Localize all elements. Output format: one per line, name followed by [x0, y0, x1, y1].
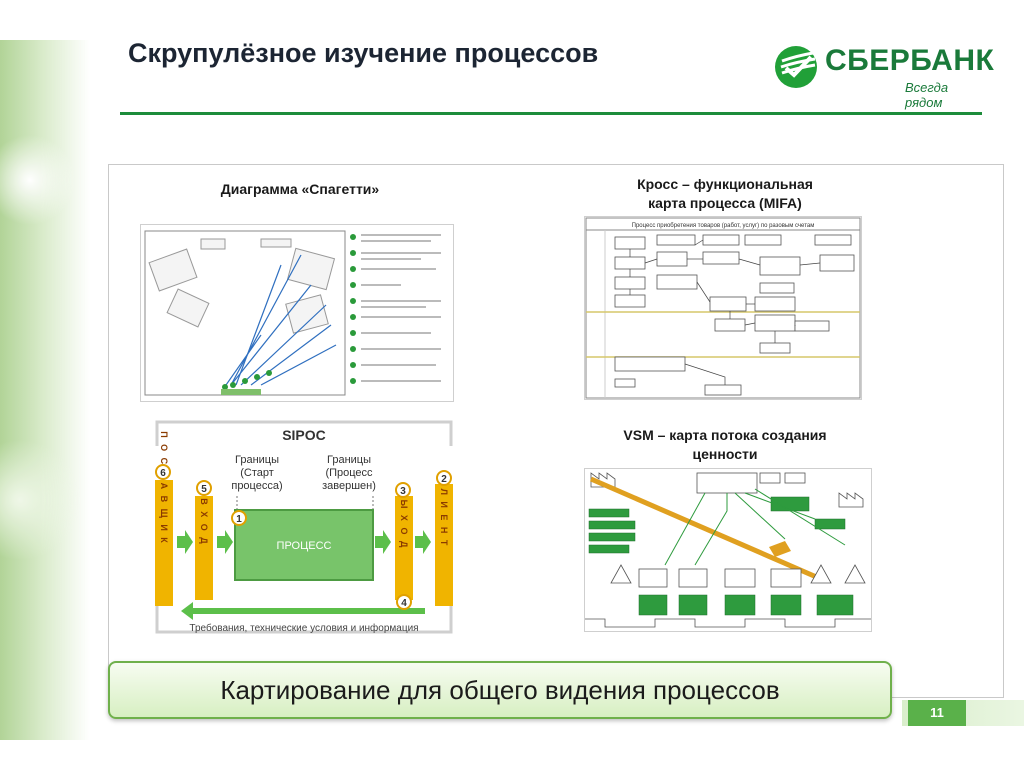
badge-5: 5 [201, 484, 207, 495]
logo-name: СБЕРБАНК [825, 44, 995, 77]
client-label: К Л И Е Н Т [439, 477, 449, 548]
title-divider [120, 112, 982, 115]
mifa-caption: Кросс – функциональная карта процесса (M… [580, 175, 870, 213]
sipoc-right-bound-line-1: Границы [327, 454, 371, 466]
spaghetti-diagram-image [140, 224, 454, 402]
vsm-map-image [584, 468, 872, 632]
sipoc-diagram: SIPOC Границы (Старт процесса) Границы (… [153, 418, 455, 636]
client-bar [435, 484, 453, 606]
output-label: В Ы Х О Д [399, 487, 409, 550]
mifa-map-image: Процесс приобретения товаров (работ, усл… [584, 216, 862, 400]
badge-6: 6 [160, 468, 166, 479]
input-bar [195, 496, 213, 600]
logo-slogan: Всегда рядом [905, 80, 949, 110]
process-box [234, 509, 374, 581]
vsm-caption-line-2: ценности [692, 446, 758, 462]
sberbank-logo: СБЕРБАНК Всегда рядом [773, 40, 994, 110]
supplier-label: П О С Т А В Щ И К [159, 431, 169, 545]
badge-4: 4 [401, 598, 407, 609]
page-title: Скрупулёзное изучение процессов [128, 38, 599, 68]
sipoc-left-bound-line-3: процесса) [231, 480, 282, 492]
summary-banner: Картирование для общего видения процессо… [108, 661, 892, 719]
sipoc-left-bound-line-2: (Старт [240, 467, 274, 479]
sipoc-title: SIPOC [282, 427, 326, 443]
sipoc-forward-arrows [177, 530, 431, 554]
badge-3: 3 [400, 486, 406, 497]
spaghetti-diagram-drawing [144, 230, 441, 396]
mifa-header: Процесс приобретения товаров (работ, усл… [632, 223, 815, 229]
supplier-bar [155, 480, 173, 606]
feedback-arrow [181, 602, 425, 620]
badge-2: 2 [441, 474, 447, 485]
vsm-caption-line-1: VSM – карта потока создания [623, 427, 827, 443]
mifa-map-drawing: Процесс приобретения товаров (работ, усл… [585, 217, 861, 399]
mifa-caption-line-2: карта процесса (MIFA) [648, 195, 802, 211]
badge-1: 1 [236, 514, 242, 525]
sipoc-left-bound-line-1: Границы [235, 454, 279, 466]
process-label: ПРОЦЕСС [277, 540, 332, 552]
input-label: В Х О Д [199, 498, 209, 545]
requirements-label: Требования, технические условия и информ… [189, 622, 418, 634]
page-number: 11 [908, 700, 966, 726]
vsm-caption: VSM – карта потока создания ценности [570, 426, 880, 464]
vsm-map-drawing [585, 469, 871, 631]
mifa-caption-line-1: Кросс – функциональная [637, 176, 813, 192]
sipoc-right-bound-line-3: завершен) [322, 480, 376, 492]
sipoc-drawing: SIPOC Границы (Старт процесса) Границы (… [155, 420, 453, 634]
sipoc-right-bound-line-2: (Процесс [325, 467, 373, 479]
output-bar [395, 496, 413, 600]
spaghetti-caption: Диаграмма «Спагетти» [220, 181, 380, 197]
sberbank-logo-icon [775, 46, 817, 88]
background-decoration [0, 40, 90, 740]
